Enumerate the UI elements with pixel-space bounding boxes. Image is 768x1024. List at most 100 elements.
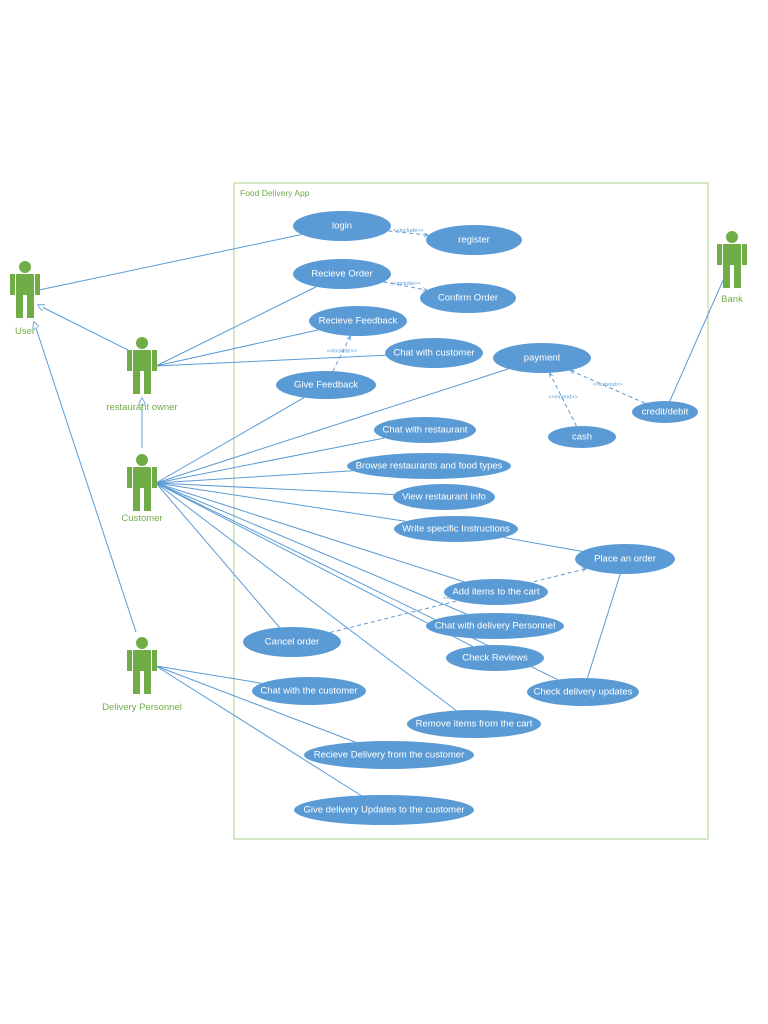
use-case-ellipse: [252, 677, 366, 705]
association-delivery-recv_delivery: [155, 665, 356, 743]
use-case-register[interactable]: register: [426, 225, 522, 255]
use-case-ellipse: [548, 426, 616, 448]
use-case-label: Recieve Delivery from the customer: [314, 750, 464, 761]
use-case-label: register: [458, 235, 490, 246]
association-user-login: [38, 234, 302, 291]
use-case-ellipse: [394, 516, 518, 542]
use-case-reviews[interactable]: Check Reviews: [446, 645, 544, 671]
association-owner-chat_customer: [155, 354, 386, 367]
use-case-label: Recieve Feedback: [319, 316, 398, 327]
generalization-line: [34, 322, 137, 633]
actor-owner[interactable]: restaurant owner: [106, 337, 178, 413]
use-case-remove-items[interactable]: Remove items from the cart: [407, 710, 541, 738]
use-case-ellipse: [293, 211, 391, 241]
use-case-label: Recieve Order: [311, 269, 372, 280]
association-bank-credit: [669, 259, 733, 402]
actor-label: Customer: [121, 513, 162, 524]
use-case-label: login: [332, 221, 352, 232]
use-case-cancel[interactable]: Cancel order: [243, 627, 341, 657]
use-case-login[interactable]: login: [293, 211, 391, 241]
use-case-recv-feedback[interactable]: Recieve Feedback: [309, 306, 407, 336]
stereotype-label: <<extend>>: [548, 394, 577, 400]
use-case-chat-customer[interactable]: Chat with customer: [385, 338, 483, 368]
use-case-ellipse: [309, 306, 407, 336]
association-customer-payment: [155, 368, 509, 484]
use-case-ellipse: [393, 484, 495, 510]
use-case-ellipse: [347, 453, 511, 479]
association-customer-cancel: [155, 482, 280, 628]
association-instructions-place_order: [503, 536, 583, 552]
association-customer-give_feedback: [155, 397, 305, 484]
use-case-label: Place an order: [594, 554, 656, 565]
actor-label: restaurant owner: [106, 402, 177, 413]
use-case-ellipse: [426, 613, 564, 639]
use-case-ellipse: [374, 417, 476, 443]
use-case-label: cash: [572, 432, 592, 443]
use-case-place-order[interactable]: Place an order: [575, 544, 675, 574]
use-case-label: Give Feedback: [294, 380, 358, 391]
use-case-browse[interactable]: Browse restaurants and food types: [347, 453, 511, 479]
system-boundary: [233, 182, 709, 840]
use-case-instructions[interactable]: Write specific Instructions: [394, 516, 518, 542]
association-lines: [38, 234, 733, 796]
actor-delivery[interactable]: Delivery Personnel: [102, 637, 182, 713]
actor-customer[interactable]: Customer: [121, 454, 163, 524]
use-case-label: Chat with customer: [393, 348, 474, 359]
association-customer-instructions: [155, 482, 407, 522]
stick-figure-icon: [10, 261, 40, 318]
use-case-label: credit/debit: [642, 407, 689, 418]
stereotype-label: <<include>>: [327, 348, 357, 354]
use-case-ellipse: [276, 371, 376, 399]
use-case-give-feedback[interactable]: Give Feedback: [276, 371, 376, 399]
stereotype-label: <<extend>>: [593, 382, 622, 388]
association-customer-chat_delivery: [155, 482, 468, 615]
use-case-label: Chat with delivery Personnel: [435, 621, 555, 632]
use-case-ellipse: [632, 401, 698, 423]
use-case-ellipse: [575, 544, 675, 574]
use-case-ellipse: [293, 259, 391, 289]
use-case-check-updates[interactable]: Check delivery updates: [527, 678, 639, 706]
use-case-add-items[interactable]: Add items to the cart: [444, 579, 548, 605]
use-case-payment[interactable]: payment: [493, 343, 591, 373]
use-case-label: Chat with the customer: [260, 686, 357, 697]
use-case-ellipse: [243, 627, 341, 657]
use-case-label: Remove items from the cart: [416, 719, 533, 730]
association-customer-view_info: [155, 482, 394, 496]
use-case-ellipse: [304, 741, 474, 769]
use-case-confirm-order[interactable]: Confirm Order: [420, 283, 516, 313]
use-case-ellipse: [426, 225, 522, 255]
use-case-label: Confirm Order: [438, 293, 498, 304]
use-case-label: Browse restaurants and food types: [356, 461, 503, 472]
association-customer-chat_restaurant: [155, 437, 385, 484]
actor-bank[interactable]: Bank: [717, 231, 747, 305]
use-case-recv-order[interactable]: Recieve Order: [293, 259, 391, 289]
use-case-chat-the-customer[interactable]: Chat with the customer: [252, 677, 366, 705]
use-case-recv-delivery[interactable]: Recieve Delivery from the customer: [304, 741, 474, 769]
association-delivery-give_updates: [155, 665, 362, 796]
use-case-ellipse: [407, 710, 541, 738]
use-case-cash[interactable]: cash: [548, 426, 616, 448]
use-case-label: Chat with restaurant: [382, 425, 467, 436]
use-case-label: Check Reviews: [462, 653, 528, 664]
dependency-lines: <<include>><<include>><<include>><<exten…: [327, 228, 646, 634]
use-case-ellipse: [385, 338, 483, 368]
stick-figure-icon: [127, 337, 157, 394]
use-case-give-updates[interactable]: Give delivery Updates to the customer: [294, 795, 474, 825]
use-case-credit[interactable]: credit/debit: [632, 401, 698, 423]
stick-figure-icon: [127, 637, 157, 694]
dependency-cancel-place_order: [329, 569, 587, 634]
association-customer-remove_items: [155, 482, 457, 711]
use-case-label: View restaurant info: [402, 492, 486, 503]
use-case-view-info[interactable]: View restaurant info: [393, 484, 495, 510]
actor-user[interactable]: User: [10, 261, 40, 337]
use-case-chat-delivery[interactable]: Chat with delivery Personnel: [426, 613, 564, 639]
use-case-ellipse: [294, 795, 474, 825]
use-case-chat-restaurant[interactable]: Chat with restaurant: [374, 417, 476, 443]
use-case-label: Add items to the cart: [452, 587, 539, 598]
use-case-label: Cancel order: [265, 637, 319, 648]
system-title: Food Delivery App: [240, 188, 310, 198]
association-customer-add_items: [155, 482, 465, 583]
